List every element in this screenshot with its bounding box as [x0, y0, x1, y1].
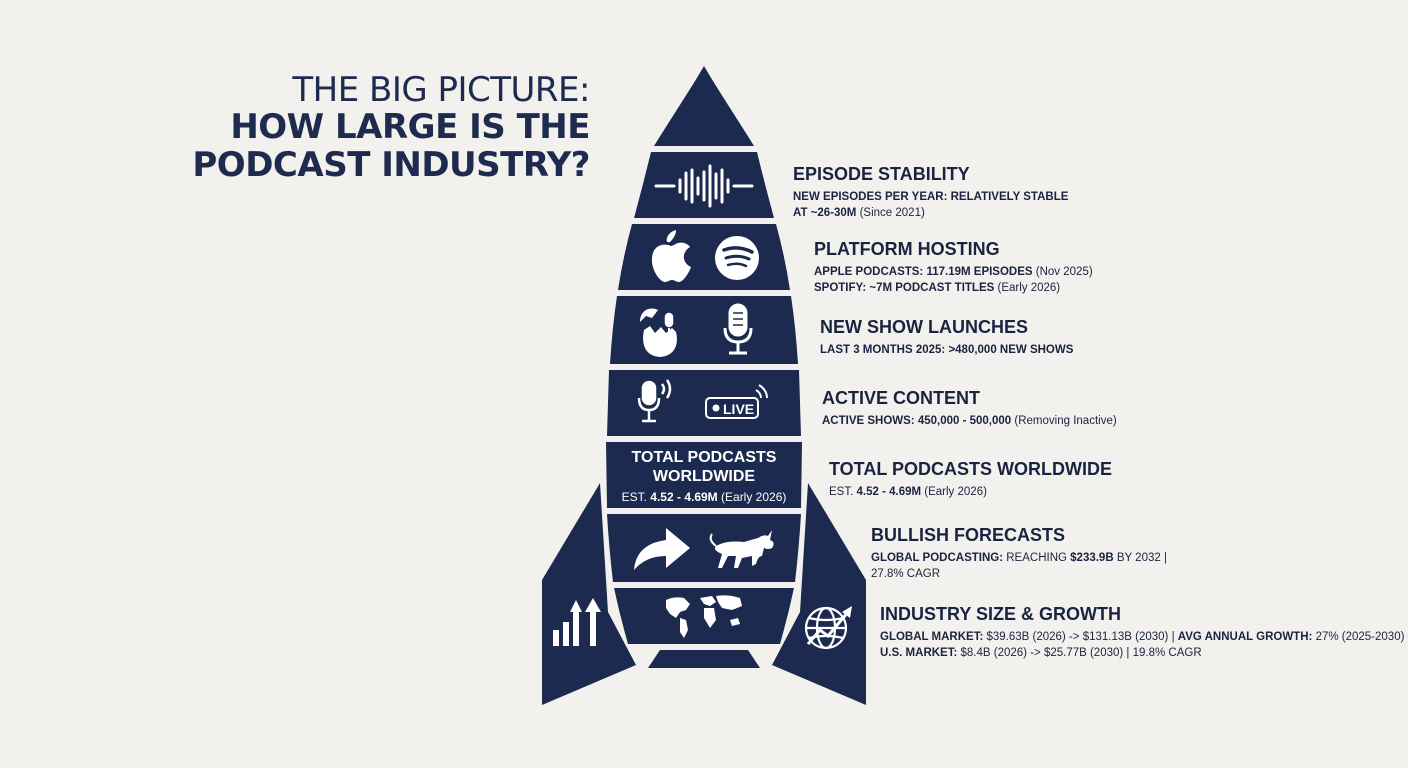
bullish-heading: BULLISH FORECASTS [871, 525, 1066, 545]
live-badge-label: LIVE [723, 401, 754, 417]
item-new-show-launches: NEW SHOW LAUNCHES LAST 3 MONTHS 2025: >4… [820, 317, 1073, 359]
item-episode-stability: EPISODE STABILITY NEW EPISODES PER YEAR:… [793, 164, 1068, 221]
active-line-1-note: (Removing Inactive) [1014, 415, 1117, 427]
hatching-egg-mic-icon [640, 308, 677, 357]
bullish-line-1-end: BY 2032 | [1116, 552, 1167, 564]
platform-line-1: APPLE PODCASTS: 117.19M EPISODES [814, 266, 1033, 278]
industry-heading: INDUSTRY SIZE & GROWTH [880, 604, 1122, 624]
platform-line-2: SPOTIFY: ~7M PODCAST TITLES [814, 281, 995, 294]
forward-arrow-icon [634, 528, 690, 570]
title-line-3: PODCAST INDUSTRY? [192, 144, 590, 185]
bullish-line-2: 27.8% CAGR [871, 567, 941, 580]
active-line-1: ACTIVE SHOWS: 450,000 - 500,000 [822, 415, 1012, 427]
episode-heading: EPISODE STABILITY [793, 164, 970, 184]
active-heading: ACTIVE CONTENT [822, 388, 981, 408]
center-total-label: TOTAL PODCASTS WORLDWIDE EST. 4.52 - 4.6… [602, 448, 806, 504]
right-fin [772, 483, 866, 705]
live-badge-icon [705, 384, 768, 419]
total-line-prefix: EST. [829, 486, 854, 498]
platform-line-2-note: (Early 2026) [997, 281, 1061, 294]
center-est-value: 4.52 - 4.69M [650, 490, 718, 505]
bullish-line-1-value: $233.9B [1070, 552, 1114, 564]
bullish-line-1-mid: REACHING [1006, 552, 1067, 564]
total-line-value: 4.52 - 4.69M [856, 486, 922, 498]
item-total-podcasts: TOTAL PODCASTS WORLDWIDE EST. 4.52 - 4.6… [829, 459, 1112, 501]
episode-line-2: AT ~26-30M [793, 206, 857, 219]
industry-line-1-b: $39.63B (2026) -> $131.13B (2030) | [986, 631, 1175, 643]
segment-2 [618, 224, 790, 290]
platform-heading: PLATFORM HOSTING [814, 239, 1000, 259]
bull-icon [709, 530, 774, 568]
center-heading-line-1: TOTAL PODCASTS [631, 449, 777, 466]
total-line-note: (Early 2026) [924, 486, 987, 498]
globe-growth-icon [804, 606, 852, 650]
world-map-icon [666, 595, 742, 638]
total-heading: TOTAL PODCASTS WORLDWIDE [829, 459, 1112, 479]
segment-3 [610, 296, 798, 364]
item-active-content: ACTIVE CONTENT ACTIVE SHOWS: 450,000 - 5… [822, 388, 1117, 430]
segment-4 [607, 370, 801, 436]
sound-wave-icon [654, 164, 754, 208]
page-title: THE BIG PICTURE: HOW LARGE IS THE PODCAS… [192, 70, 590, 185]
launches-line-1: LAST 3 MONTHS 2025: >480,000 NEW SHOWS [820, 344, 1074, 356]
segment-5 [606, 442, 802, 508]
left-fin [542, 483, 636, 705]
platform-line-1-note: (Nov 2025) [1035, 266, 1093, 278]
title-line-1: THE BIG PICTURE: [292, 70, 590, 110]
item-bullish-forecasts: BULLISH FORECASTS GLOBAL PODCASTING: REA… [871, 525, 1167, 582]
center-est-prefix: EST. [621, 490, 647, 505]
growth-bars-icon [553, 598, 601, 646]
launches-heading: NEW SHOW LAUNCHES [820, 317, 1028, 337]
episode-line-2-note: (Since 2021) [859, 206, 925, 219]
item-industry-size-growth: INDUSTRY SIZE & GROWTH GLOBAL MARKET: $3… [880, 604, 1404, 661]
nose-cone [654, 66, 754, 146]
industry-line-2-a: U.S. MARKET: [880, 646, 958, 659]
spotify-icon [715, 236, 759, 280]
industry-line-1-a: GLOBAL MARKET: [880, 631, 984, 643]
bullish-line-1-label: GLOBAL PODCASTING: [871, 552, 1004, 564]
title-line-2: HOW LARGE IS THE [230, 107, 590, 148]
industry-line-1-c: AVG ANNUAL GROWTH: [1177, 631, 1313, 643]
item-platform-hosting: PLATFORM HOSTING APPLE PODCASTS: 117.19M… [814, 239, 1093, 296]
industry-line-1-d: 27% (2025-2030) [1315, 631, 1405, 643]
industry-line-2-b: $8.4B (2026) -> $25.77B (2030) | 19.8% C… [960, 646, 1202, 659]
microphone-icon [723, 303, 753, 355]
episode-line-1: NEW EPISODES PER YEAR: RELATIVELY STABLE [793, 191, 1069, 203]
center-heading-line-2: WORLDWIDE [652, 468, 756, 486]
broadcast-mic-icon [637, 379, 672, 423]
center-estimate: EST. 4.52 - 4.69M (Early 2026) [602, 490, 806, 504]
apple-icon [651, 230, 691, 282]
rocket-nozzle [648, 650, 760, 668]
center-est-note: (Early 2026) [721, 490, 787, 505]
